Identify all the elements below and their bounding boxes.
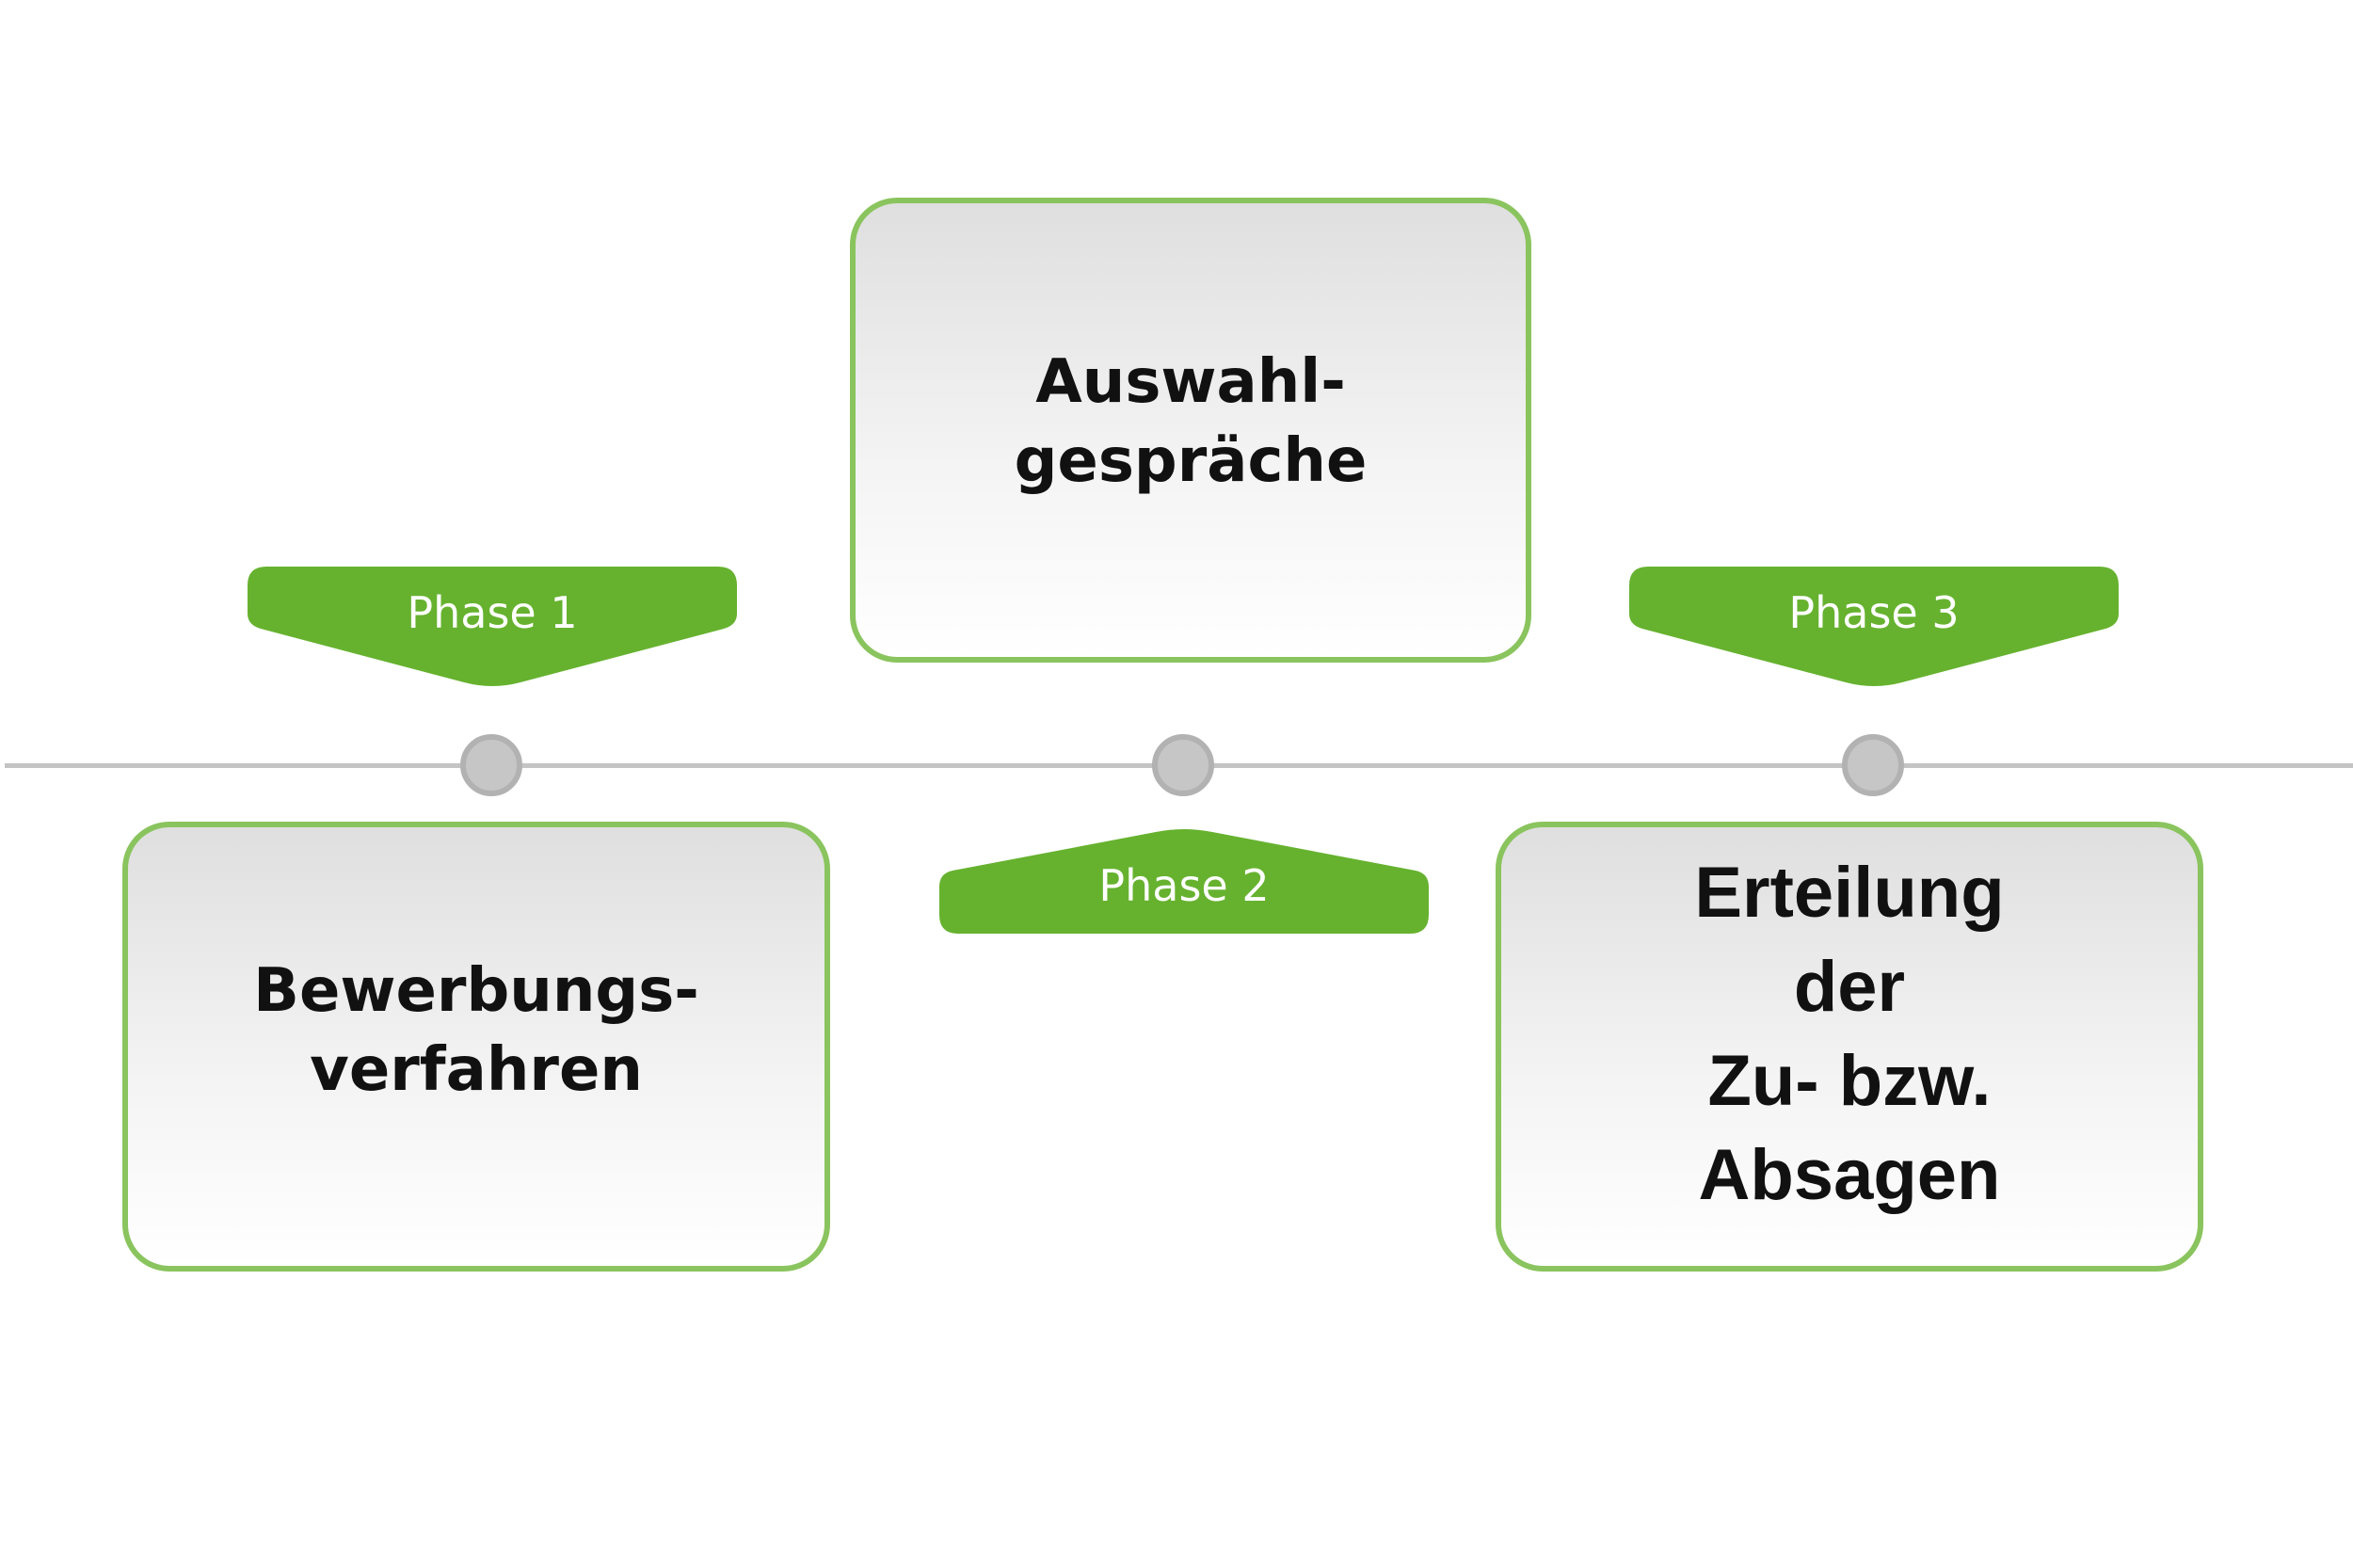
phase-1-tag-shape (248, 567, 737, 686)
phase-1-title: Bewerbungs- verfahren (253, 956, 699, 1105)
phase-1-tag: Phase 1 (248, 567, 737, 689)
phase-2-title: Auswahl- gespräche (1014, 347, 1368, 496)
phase-2-tag: Phase 2 (939, 828, 1429, 951)
timeline-node-phase-3 (1842, 734, 1904, 796)
phase-3-box: Erteilung der Zu- bzw. Absagen (1496, 822, 2203, 1272)
phase-2-label: Phase 2 (1098, 860, 1270, 911)
phase-2-box: Auswahl- gespräche (850, 198, 1531, 663)
phase-3-title: Erteilung der Zu- bzw. Absagen (1694, 853, 2005, 1215)
phase-1-box: Bewerbungs- verfahren (122, 822, 830, 1272)
phase-3-tag-shape (1629, 567, 2119, 686)
phase-1-label: Phase 1 (407, 587, 578, 638)
phase-3-label: Phase 3 (1788, 587, 1960, 638)
timeline-node-phase-2 (1152, 734, 1214, 796)
timeline-node-phase-1 (460, 734, 522, 796)
phase-3-tag: Phase 3 (1629, 567, 2119, 689)
phase-2-tag-shape (939, 829, 1429, 934)
